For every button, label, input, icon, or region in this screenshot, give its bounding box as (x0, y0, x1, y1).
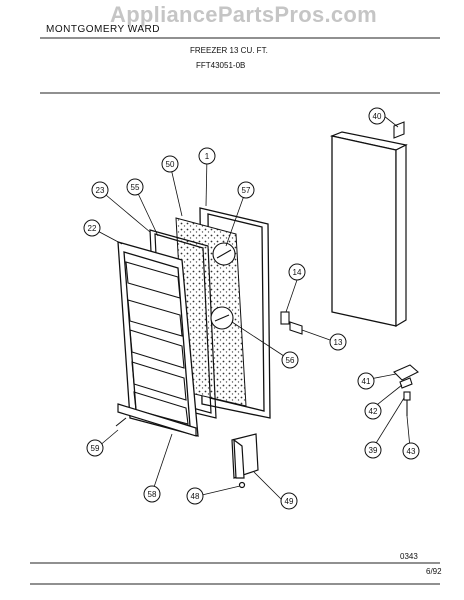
callout-label-55: 55 (131, 183, 140, 192)
toe-grille (231, 433, 259, 489)
callout-label-40: 40 (373, 112, 382, 121)
callout-39: 39 (364, 441, 382, 459)
callout-23: 23 (91, 181, 109, 199)
callout-label-23: 23 (96, 186, 105, 195)
callout-label-49: 49 (285, 497, 294, 506)
callout-1: 1 (198, 147, 216, 165)
callout-14: 14 (288, 263, 306, 281)
callout-label-22: 22 (88, 224, 97, 233)
callout-label-58: 58 (148, 490, 157, 499)
callouts: 40 50 1 23 55 57 22 14 13 56 41 42 39 43… (83, 107, 420, 510)
brand-header: MONTGOMERY WARD (46, 24, 160, 35)
watermark: AppliancePartsPros.com (110, 2, 378, 27)
bottom-trim (117, 403, 197, 437)
callout-41: 41 (357, 372, 375, 390)
callout-50: 50 (161, 155, 179, 173)
model-number: FFT43051-0B (196, 61, 246, 70)
callout-label-41: 41 (362, 377, 371, 386)
callout-57: 57 (237, 181, 255, 199)
callout-label-42: 42 (369, 407, 378, 416)
callout-40: 40 (368, 107, 386, 125)
header-rules (30, 37, 440, 585)
detail-circles (210, 242, 236, 330)
door-shelves (125, 261, 189, 425)
callout-22: 22 (83, 219, 101, 237)
callout-43: 43 (402, 442, 420, 460)
callout-label-43: 43 (407, 447, 416, 456)
screw-59 (115, 417, 127, 427)
callout-58: 58 (143, 485, 161, 503)
callout-label-1: 1 (205, 152, 210, 161)
callout-label-59: 59 (91, 444, 100, 453)
callout-49: 49 (280, 492, 298, 510)
outer-door-panel (329, 131, 408, 328)
callout-56: 56 (281, 351, 299, 369)
callout-label-57: 57 (242, 186, 251, 195)
callout-label-39: 39 (369, 446, 378, 455)
callout-13: 13 (329, 333, 347, 351)
callout-label-14: 14 (293, 268, 302, 277)
callout-59: 59 (86, 439, 104, 457)
callout-42: 42 (364, 402, 382, 420)
callout-label-50: 50 (166, 160, 175, 169)
callout-label-13: 13 (334, 338, 343, 347)
diagram-title: FREEZER 13 CU. FT. (190, 46, 268, 55)
leader-lines (91, 115, 411, 501)
callout-55: 55 (126, 178, 144, 196)
drawing-code: 0343 (400, 552, 418, 561)
callout-label-48: 48 (191, 492, 200, 501)
revision-date: 6/92 (426, 567, 442, 576)
callout-label-56: 56 (286, 356, 295, 365)
callout-48: 48 (186, 487, 204, 505)
